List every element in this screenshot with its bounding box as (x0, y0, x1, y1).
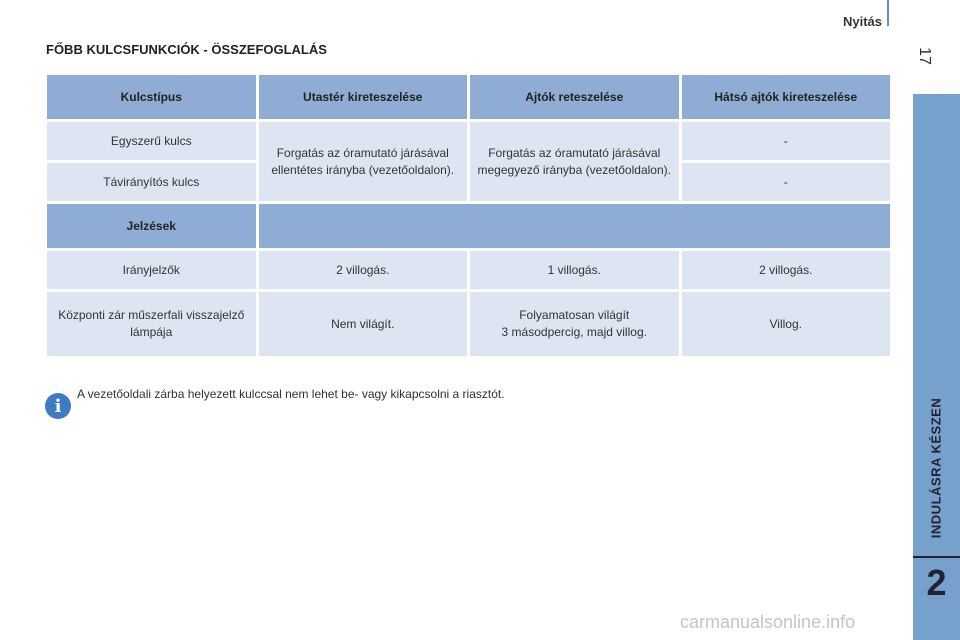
header-door-lock: Ajtók reteszelése (470, 75, 679, 119)
page-title: FŐBB KULCSFUNKCIÓK - ÖSSZEFOGLALÁS (46, 42, 327, 57)
header-cabin-unlock: Utastér kireteszelése (258, 75, 467, 119)
cabin-unlock-description: Forgatás az óramutató járásával ellentét… (258, 122, 467, 201)
chapter-divider (913, 556, 960, 558)
info-icon: i (45, 393, 71, 419)
key-type-simple: Egyszerű kulcs (47, 122, 256, 160)
section-title: Nyitás (842, 14, 882, 29)
signal-lamp-lock-line2: 3 másodpercig, majd villog. (501, 325, 647, 339)
signal-lamp-label: Központi zár műszerfali visszajelző lámp… (47, 292, 256, 356)
signal-indicators-rear: 2 villogás. (681, 251, 890, 289)
door-lock-description: Forgatás az óramutató járásával megegyez… (470, 122, 679, 201)
signal-lamp-lock: Folyamatosan világít 3 másodpercig, majd… (470, 292, 679, 356)
table-row: Távirányítós kulcs - (47, 163, 890, 201)
header-accent-bar (887, 0, 889, 26)
rear-unlock-simple: - (681, 122, 890, 160)
watermark: carmanualsonline.info (680, 612, 856, 632)
chapter-side-tab-label: INDULÁSRA KÉSZEN (928, 397, 944, 539)
table-row: Irányjelzők 2 villogás. 1 villogás. 2 vi… (47, 251, 890, 289)
header-key-type: Kulcstípus (47, 75, 256, 119)
signal-indicators-lock: 1 villogás. (470, 251, 679, 289)
table-header-row: Kulcstípus Utastér kireteszelése Ajtók r… (47, 75, 890, 119)
chapter-side-tab (913, 94, 960, 640)
info-note-text: A vezetőoldali zárba helyezett kulccsal … (77, 387, 505, 401)
rear-unlock-remote: - (681, 163, 890, 201)
key-type-remote: Távirányítós kulcs (47, 163, 256, 201)
info-note: i A vezetőoldali zárba helyezett kulccsa… (45, 386, 505, 419)
signals-header: Jelzések (47, 204, 256, 248)
signal-indicators-label: Irányjelzők (47, 251, 256, 289)
chapter-number: 2 (926, 562, 947, 603)
header-rear-unlock: Hátsó ajtók kireteszelése (681, 75, 890, 119)
table-row: Központi zár műszerfali visszajelző lámp… (47, 292, 890, 356)
signal-lamp-rear: Villog. (681, 292, 890, 356)
page-number: 17 (916, 47, 933, 65)
signals-header-fill (258, 204, 890, 248)
key-functions-table: Kulcstípus Utastér kireteszelése Ajtók r… (44, 72, 893, 359)
signal-indicators-unlock: 2 villogás. (258, 251, 467, 289)
table-row: Egyszerű kulcs Forgatás az óramutató jár… (47, 122, 890, 201)
signal-lamp-unlock: Nem világít. (258, 292, 467, 356)
signals-header-row: Jelzések (47, 204, 890, 248)
signal-lamp-lock-line1: Folyamatosan világít (519, 308, 630, 322)
